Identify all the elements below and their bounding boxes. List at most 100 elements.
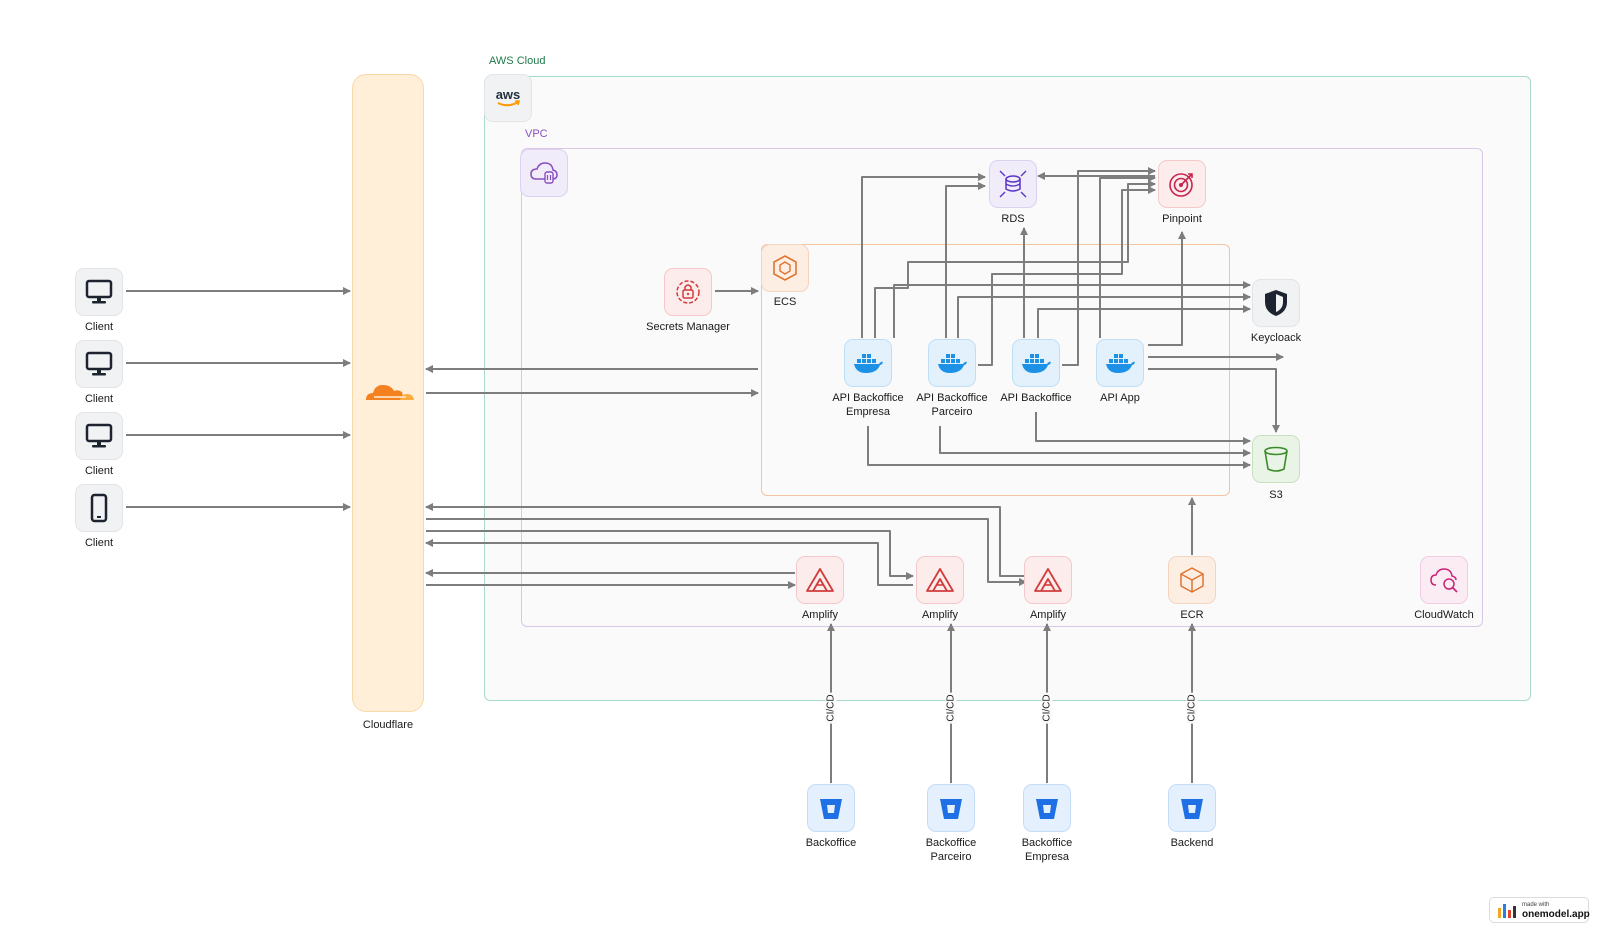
bitbucket-icon [820, 799, 842, 819]
bitbucket-icon [940, 799, 962, 819]
label-line: Backoffice [925, 837, 977, 849]
smartphone-icon [90, 493, 108, 523]
label-line: Empresa [845, 406, 891, 418]
edge-cloudflare-amp2 [426, 530, 914, 580]
ecr-container-icon [1180, 567, 1204, 593]
s3-label: S3 [1269, 489, 1283, 501]
label-line: Parceiro [931, 406, 973, 418]
ecs-icon [773, 255, 797, 281]
api-backoffice-empresa-node[interactable] [844, 339, 892, 387]
docker-icon [854, 354, 883, 373]
repo-backoffice-node[interactable] [807, 784, 855, 832]
repo-backoffice-label: Backoffice [805, 837, 857, 849]
amplify-node-1[interactable] [796, 556, 844, 604]
edge-apiemp-s3 [867, 426, 1251, 469]
cloudflare-logo[interactable] [362, 374, 416, 408]
secrets-manager-icon [676, 280, 700, 304]
api-backoffice-parceiro-node[interactable] [928, 339, 976, 387]
aws-cloud-label: AWS Cloud [489, 55, 546, 67]
monitor-icon [85, 279, 113, 304]
edge-amp3-cloudflare [425, 503, 1026, 577]
edge-apiemp-rds [861, 173, 986, 338]
ecr-node[interactable] [1168, 556, 1216, 604]
cicd-label-backoffice: CI/CD [825, 692, 837, 724]
vpc-label: VPC [525, 128, 548, 140]
label-line: Empresa [1024, 851, 1070, 863]
api-backoffice-node[interactable] [1012, 339, 1060, 387]
repo-backoffice-parceiro-node[interactable] [927, 784, 975, 832]
amplify-label-3: Amplify [1029, 609, 1067, 621]
docker-icon [938, 354, 967, 373]
edge-apibo-keycloack [1037, 305, 1251, 338]
aws-logo: aws [484, 74, 532, 122]
keycloack-label: Keycloack [1250, 332, 1302, 344]
label-line: Backoffice [1021, 837, 1073, 849]
amplify-icon [1034, 568, 1062, 592]
repo-backoffice-empresa-node[interactable] [1023, 784, 1071, 832]
secrets-manager-node[interactable] [664, 268, 712, 316]
pinpoint-node[interactable] [1158, 160, 1206, 208]
monitor-icon [85, 351, 113, 376]
cicd-label-empresa: CI/CD [1041, 692, 1053, 724]
cloudflare-label: Cloudflare [362, 719, 414, 731]
shield-icon [1265, 290, 1287, 316]
edge-apipar-rds [945, 182, 986, 338]
cloudflare-icon [366, 385, 414, 400]
s3-bucket-icon [1264, 446, 1288, 472]
api-app-label: API App [1100, 392, 1140, 404]
ecs-label: ECS [773, 296, 797, 308]
s3-node[interactable] [1252, 435, 1300, 483]
amplify-label-1: Amplify [801, 609, 839, 621]
client-label-3: Client [84, 465, 114, 477]
edge-apiapp-keycloack [1148, 231, 1186, 346]
ecr-label: ECR [1180, 609, 1204, 621]
rds-database-icon [999, 170, 1027, 198]
amplify-node-2[interactable] [916, 556, 964, 604]
edge-apiemp-pinpoint [874, 180, 1156, 338]
repo-backend-node[interactable] [1168, 784, 1216, 832]
api-app-node[interactable] [1096, 339, 1144, 387]
label-line: API Backoffice [832, 392, 904, 404]
docker-icon [1022, 354, 1051, 373]
edge-apibo-s3 [1035, 412, 1251, 445]
rds-node[interactable] [989, 160, 1037, 208]
client-label-4: Client [84, 537, 114, 549]
monitor-icon [85, 423, 113, 448]
onemodel-badge[interactable]: made with onemodel.app [1489, 897, 1590, 923]
aws-icon: aws [496, 87, 520, 107]
edge-cloudflare-amp3 [426, 518, 1027, 586]
client-desktop-3[interactable] [75, 412, 123, 460]
amplify-icon [926, 568, 954, 592]
ecs-node[interactable] [761, 244, 809, 292]
client-mobile[interactable] [75, 484, 123, 532]
pinpoint-target-icon [1169, 173, 1193, 197]
vpc-group [521, 148, 1483, 627]
secrets-manager-label: Secrets Manager [646, 321, 730, 333]
bitbucket-icon [1181, 799, 1203, 819]
cloudwatch-node[interactable] [1420, 556, 1468, 604]
client-desktop-1[interactable] [75, 268, 123, 316]
onemodel-logo-icon [1498, 904, 1516, 918]
keycloack-node[interactable] [1252, 279, 1300, 327]
cicd-label-backend: CI/CD [1186, 692, 1198, 724]
label-line: Parceiro [930, 851, 972, 863]
edge-apipar-s3 [939, 426, 1251, 457]
amplify-node-3[interactable] [1024, 556, 1072, 604]
repo-backend-label: Backend [1170, 837, 1214, 849]
badge-small-text: made with [1522, 902, 1550, 908]
api-backoffice-label: API Backoffice [1000, 392, 1072, 404]
edge-apipar-keycloack [957, 293, 1251, 338]
vpc-icon-tile [520, 149, 568, 197]
edge-apibo-pinpoint [1062, 167, 1156, 366]
vpc-cloud-icon [530, 162, 558, 184]
client-desktop-2[interactable] [75, 340, 123, 388]
client-label-1: Client [84, 321, 114, 333]
docker-icon [1106, 354, 1135, 373]
amplify-label-2: Amplify [921, 609, 959, 621]
edge-amp2-cloudflare [425, 539, 913, 586]
